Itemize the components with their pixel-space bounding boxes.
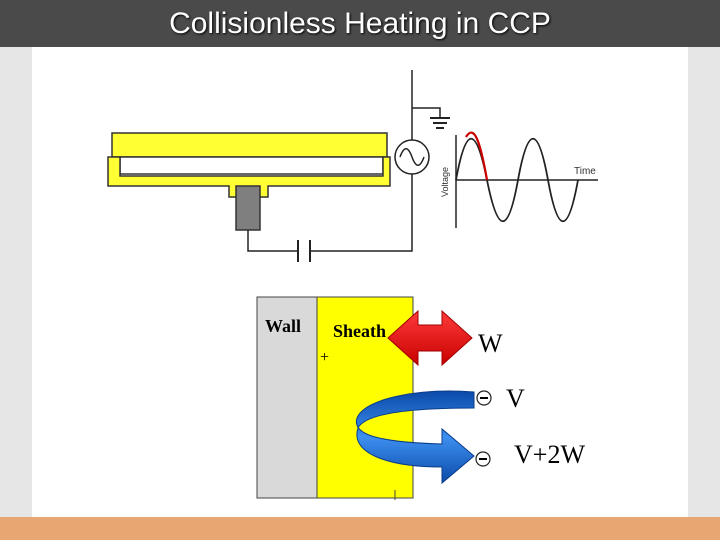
label-w: W (478, 329, 503, 358)
electrode-stem (235, 185, 261, 231)
capacitor-icon (297, 240, 311, 262)
electron-reflection-arrow (355, 390, 475, 485)
voltage-time-plot: Voltage Time (440, 131, 598, 228)
lower-electrode-frame (107, 156, 391, 198)
wall-region (256, 296, 318, 499)
label-v: V (506, 384, 525, 413)
sheath-label: Sheath (333, 321, 386, 341)
sheath-diagram: Wall Sheath + W V V+2W (256, 296, 585, 500)
ground-icon (430, 117, 450, 129)
slide-title: Collisionless Heating in CCP (169, 7, 551, 40)
ac-source-icon (394, 139, 430, 175)
oscillation-double-arrow (387, 309, 473, 367)
title-bar: Collisionless Heating in CCP (0, 0, 720, 47)
bottom-bar (0, 517, 720, 540)
electron-icon-reflected (475, 451, 491, 467)
axis-y-label: Voltage (440, 167, 450, 197)
chamber-inner (119, 156, 384, 175)
label-v-plus-2w: V+2W (514, 440, 585, 469)
sine-highlight-segment (465, 131, 489, 181)
sine-wave (455, 137, 579, 223)
top-electrode-plate (111, 132, 388, 158)
circuit-wires (247, 70, 441, 252)
ccp-circuit: Voltage Time (107, 70, 598, 262)
plus-sign: + (320, 349, 329, 366)
electron-icon-incoming (476, 390, 492, 406)
wall-label: Wall (265, 316, 301, 336)
axis-x-label: Time (574, 166, 596, 177)
